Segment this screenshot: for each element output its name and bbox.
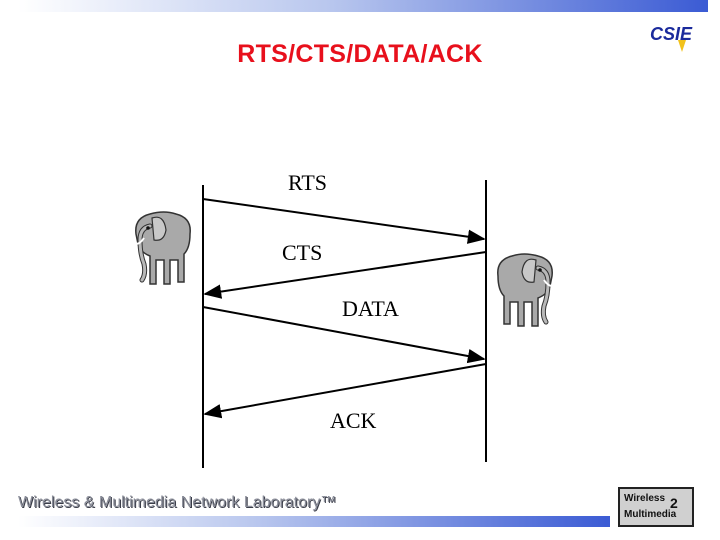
cts-label: CTS <box>282 240 322 266</box>
logo-line-wireless: Wireless <box>624 493 665 504</box>
cts-arrow <box>205 252 486 294</box>
data-label: DATA <box>342 296 399 322</box>
wireless-multimedia-logo: Wireless 2 Multimedia <box>618 487 694 527</box>
rts-arrow <box>203 199 484 239</box>
receiver-elephant-icon <box>490 246 562 332</box>
ack-arrow <box>205 364 486 414</box>
rts-label: RTS <box>288 170 327 196</box>
bottom-gradient-bar <box>18 516 610 527</box>
ack-label: ACK <box>330 408 376 434</box>
sender-elephant-icon <box>126 204 198 290</box>
logo-line-multimedia: Multimedia <box>624 509 676 520</box>
footer-lab-name: Wireless & Multimedia Network Laboratory… <box>18 494 336 512</box>
